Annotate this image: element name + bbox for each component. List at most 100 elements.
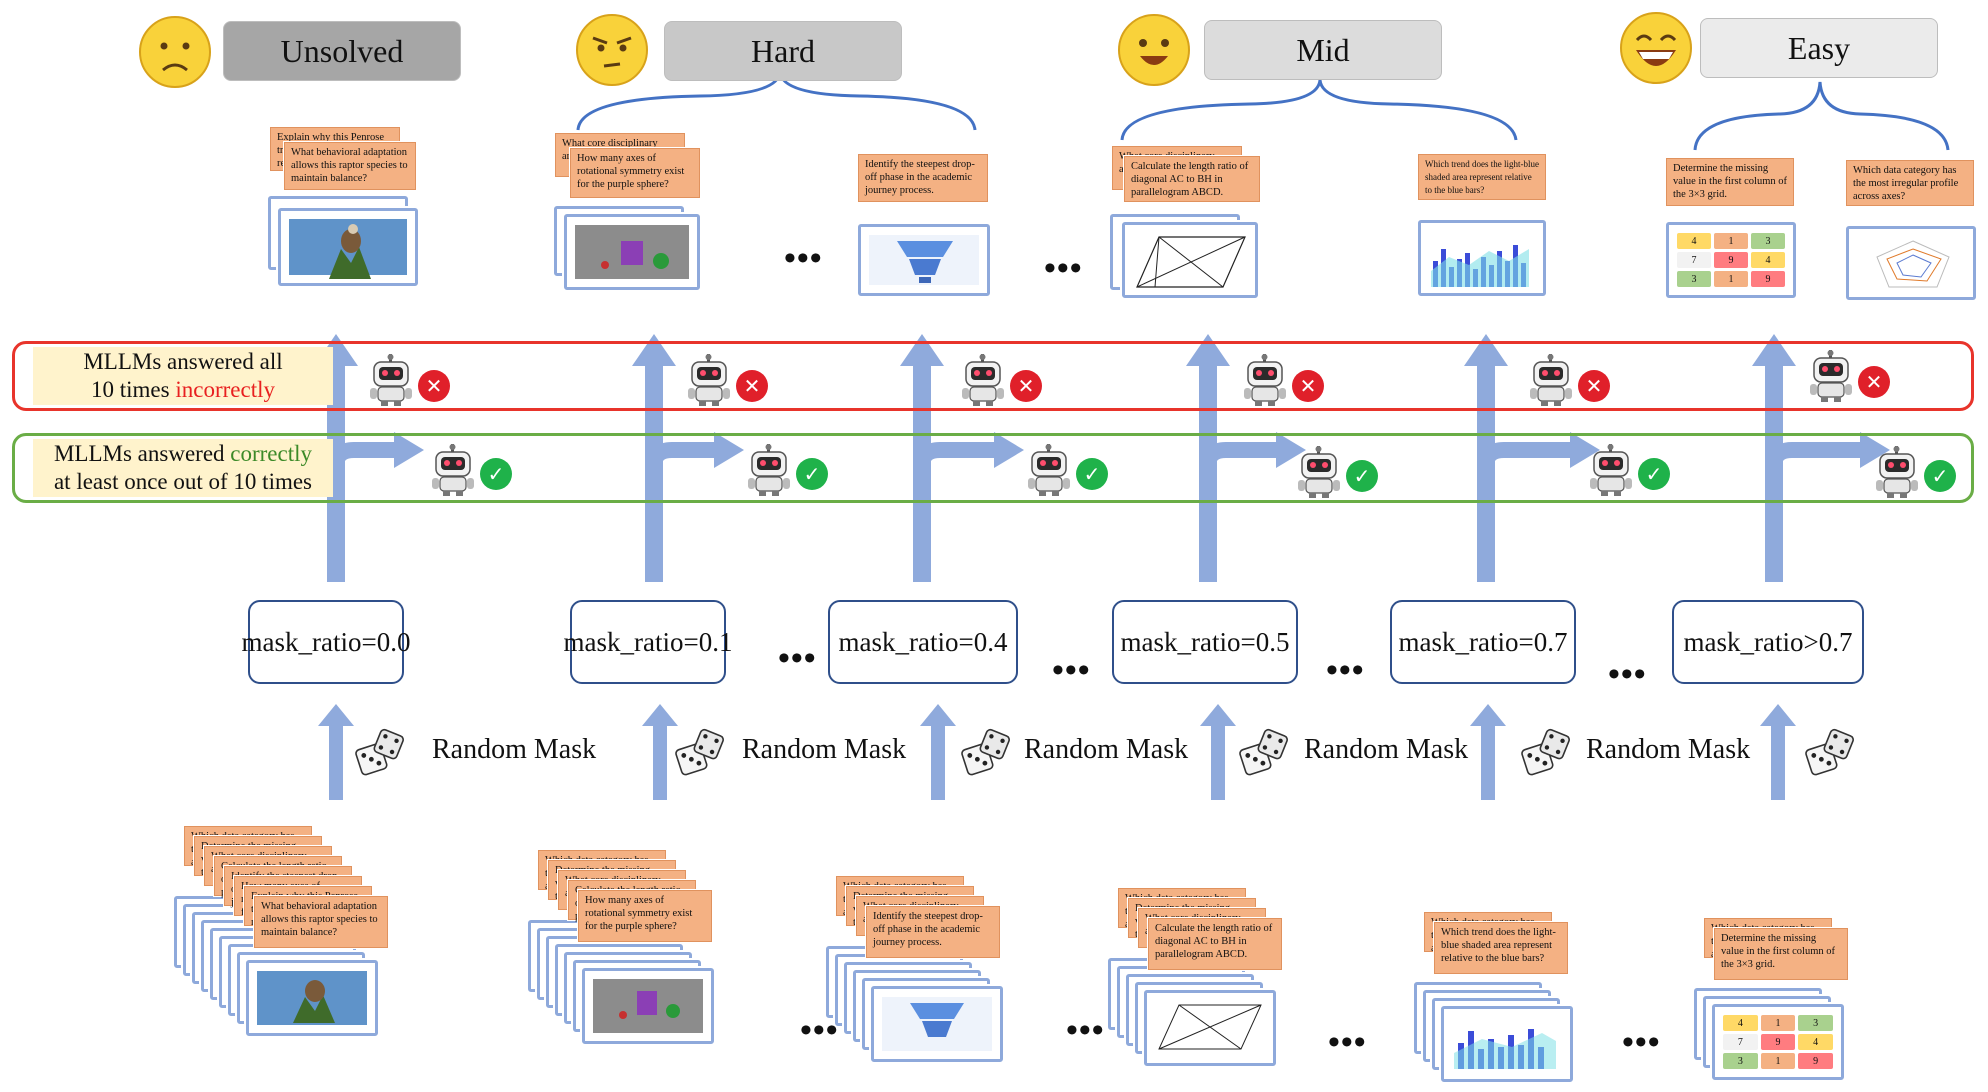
branch-arrow	[646, 442, 720, 520]
mask-ratio-box: mask_ratio=0.0	[242, 600, 410, 684]
band-label-line: at least once out of 10 times	[53, 469, 313, 494]
mask-up-arrow-head	[1200, 704, 1236, 726]
up-arrow-head	[900, 334, 944, 366]
dice-icon	[672, 728, 724, 780]
ellipsis: •••	[784, 240, 823, 277]
question-card: Identify the steepest drop-off phase in …	[866, 906, 1000, 958]
funnel-chart	[869, 235, 979, 285]
brace-easy	[1693, 81, 1950, 151]
grid-cell: 9	[1760, 1034, 1796, 1050]
image-card-front	[246, 960, 378, 1036]
branch-arrow	[914, 442, 1000, 520]
x-mark-icon: ✕	[736, 370, 768, 402]
question-text: Identify the steepest drop-off phase in …	[873, 911, 983, 948]
x-mark-icon: ✕	[1858, 366, 1890, 398]
dice-icon	[958, 728, 1010, 780]
question-text: Determine the missing value in the first…	[1721, 933, 1836, 970]
mask-up-arrow-head	[920, 704, 956, 726]
ellipsis: •••	[1052, 652, 1091, 689]
grid-cell: 4	[1798, 1034, 1833, 1050]
x-mark-icon: ✕	[1292, 370, 1324, 402]
branch-arrow-head	[1570, 432, 1600, 468]
question-card: Determine the missing value in the first…	[1714, 928, 1848, 980]
check-mark-icon: ✓	[1346, 460, 1378, 492]
band-label-text: 10 times	[91, 377, 176, 402]
robot-icon	[746, 444, 792, 496]
ellipsis: •••	[778, 640, 817, 677]
ellipsis: •••	[1326, 652, 1365, 689]
question-card: What behavioral adaptation allows this r…	[254, 896, 388, 948]
brace-mid	[1120, 79, 1518, 141]
mask-ratio-box: mask_ratio=0.5	[1112, 600, 1298, 684]
sad-face-icon	[139, 16, 211, 88]
question-card: Which data category has the most irregul…	[1846, 160, 1974, 206]
difficulty-label: Unsolved	[280, 32, 404, 69]
bar-chart-thumbnail	[1429, 231, 1535, 287]
mask-ratio-label: mask_ratio=0.0	[241, 626, 411, 657]
radar-chart-thumbnail	[1857, 237, 1965, 289]
mask-ratio-label: mask_ratio>0.7	[1683, 626, 1853, 657]
difficulty-easy: Easy	[1700, 18, 1938, 78]
branch-arrow-head	[714, 432, 744, 468]
question-text: Which data category has the most irregul…	[1853, 165, 1959, 202]
band-label-line: MLLMs answered all	[83, 349, 283, 374]
random-mask-label: Random Mask	[1024, 734, 1189, 765]
ellipsis: •••	[1044, 250, 1083, 287]
question-card: Determine the missing value in the first…	[1666, 158, 1794, 206]
robot-icon	[1874, 446, 1920, 498]
difficulty-mid: Mid	[1204, 20, 1442, 80]
band-label-line: 10 times incorrectly	[33, 376, 333, 404]
difficulty-hard: Hard	[664, 21, 902, 81]
question-text: Which trend does the light-blue shaded a…	[1425, 159, 1539, 195]
ellipsis: •••	[1622, 1024, 1661, 1061]
funnel-chart-card	[858, 224, 990, 296]
grinning-face-icon	[1620, 12, 1692, 84]
question-text: Identify the steepest drop-off phase in …	[865, 159, 975, 196]
image-card-front	[582, 968, 714, 1044]
parallelogram-figure	[1133, 233, 1247, 288]
random-mask-label: Random Mask	[1304, 734, 1469, 765]
dice-icon	[352, 728, 404, 780]
difficulty-label: Mid	[1296, 31, 1350, 68]
mask-ratio-label: mask_ratio=0.7	[1398, 626, 1568, 657]
ellipsis: •••	[1328, 1024, 1367, 1061]
grid-cell: 4	[1677, 233, 1711, 249]
grid-cell: 3	[1798, 1015, 1833, 1031]
question-card: Calculate the length ratio of diagonal A…	[1148, 918, 1282, 970]
question-card: What behavioral adaptation allows this r…	[284, 142, 416, 190]
robot-icon	[686, 354, 732, 406]
question-text: Determine the missing value in the first…	[1673, 163, 1788, 200]
radar-chart-card	[1846, 226, 1976, 300]
correct-highlight: correctly	[230, 441, 313, 466]
bird-photo	[289, 219, 407, 279]
grid-cell: 1	[1760, 1015, 1796, 1031]
random-mask-label: Random Mask	[1586, 734, 1751, 765]
3d-render-image	[575, 225, 689, 279]
grid-cell: 7	[1677, 252, 1711, 268]
random-mask-label: Random Mask	[742, 734, 907, 765]
question-card: Which trend does the light-blue shaded a…	[1434, 922, 1568, 974]
check-mark-icon: ✓	[796, 458, 828, 490]
robot-icon	[1808, 350, 1854, 402]
branch-arrow	[1766, 442, 1866, 520]
question-text: How many axes of rotational symmetry exi…	[585, 895, 693, 932]
robot-icon	[430, 444, 476, 496]
robot-icon	[1528, 354, 1574, 406]
bird-photo-card	[278, 208, 418, 286]
dice-icon	[1802, 728, 1854, 780]
grid-cell: 3	[1723, 1053, 1758, 1069]
question-card: How many axes of rotational symmetry exi…	[570, 148, 700, 198]
image-card-front	[1441, 1006, 1573, 1082]
difficulty-unsolved: Unsolved	[223, 21, 461, 81]
geometry-figure-card	[1122, 222, 1258, 298]
up-arrow-head	[632, 334, 676, 366]
grid-cell: 9	[1751, 271, 1785, 287]
mask-ratio-box: mask_ratio=0.4	[828, 600, 1018, 684]
question-text: What behavioral adaptation allows this r…	[291, 147, 408, 184]
bar-chart-card	[1418, 220, 1546, 296]
branch-arrow	[1478, 442, 1576, 520]
mask-ratio-label: mask_ratio=0.4	[838, 626, 1008, 657]
question-text: Calculate the length ratio of diagonal A…	[1131, 161, 1249, 198]
